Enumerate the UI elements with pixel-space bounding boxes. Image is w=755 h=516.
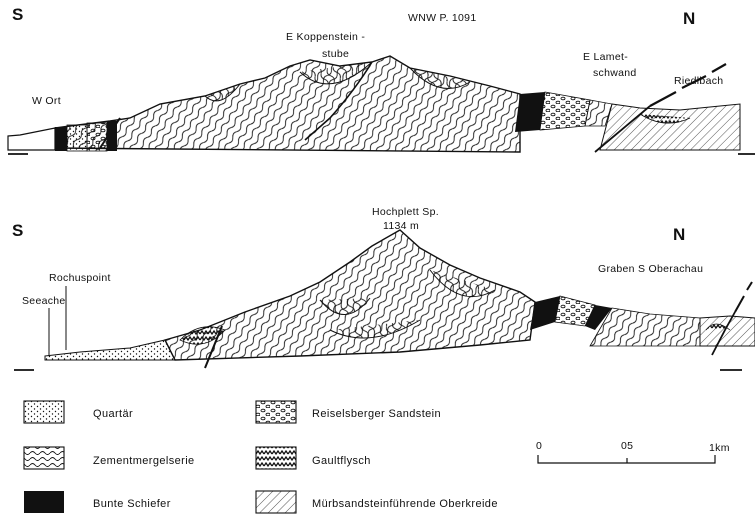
label-w-ort: W Ort bbox=[32, 95, 61, 107]
legend-swatch-muerbsandstein bbox=[256, 491, 296, 513]
label-rochuspoint: Rochuspoint bbox=[49, 272, 111, 284]
peak-name: Hochplett Sp. bbox=[372, 206, 439, 218]
label-koppenstein-1: E Koppenstein - bbox=[286, 31, 365, 43]
legend-swatch-quartaer bbox=[24, 401, 64, 423]
scale-bar: 0 05 1km bbox=[536, 440, 730, 463]
legend-label-bunte-schiefer: Bunte Schiefer bbox=[93, 498, 171, 510]
legend: Quartär Zementmergelserie Bunte Schiefer… bbox=[24, 401, 498, 513]
profile-2: S N Hochplett Sp. 1134 m Rochuspoint See… bbox=[12, 206, 755, 370]
label-lametschwand-1: E Lamet- bbox=[583, 51, 628, 63]
scale-tick-05: 05 bbox=[621, 440, 633, 452]
legend-swatch-reiselsberger bbox=[256, 401, 296, 423]
legend-label-zementmergelserie: Zementmergelserie bbox=[93, 455, 195, 467]
legend-swatch-zementmergelserie bbox=[24, 447, 64, 469]
legend-swatch-gaultflysch bbox=[256, 447, 296, 469]
zementmergel-body-1 bbox=[55, 56, 520, 152]
profile1-south-label: S bbox=[12, 5, 23, 24]
scale-tick-1km: 1km bbox=[709, 442, 730, 454]
profile2-north-label: N bbox=[673, 225, 685, 244]
label-seeache: Seeache bbox=[22, 295, 66, 307]
bunte-schiefer-left bbox=[55, 127, 67, 151]
legend-label-gaultflysch: Gaultflysch bbox=[312, 455, 371, 467]
legend-label-quartaer: Quartär bbox=[93, 408, 133, 420]
scale-tick-0: 0 bbox=[536, 440, 542, 452]
profile-1: S N WNW P. 1091 W Ort E Koppenstein - st… bbox=[8, 5, 755, 154]
label-graben: Graben S Oberachau bbox=[598, 263, 703, 275]
profile1-title: WNW P. 1091 bbox=[408, 12, 476, 24]
profile2-south-label: S bbox=[12, 221, 23, 240]
label-lametschwand-2: schwand bbox=[593, 67, 637, 79]
label-koppenstein-2: stube bbox=[322, 48, 349, 60]
profile1-north-label: N bbox=[683, 9, 695, 28]
legend-label-muerbsandstein: Mürbsandsteinführende Oberkreide bbox=[312, 498, 498, 510]
label-riedlbach: Riedlbach bbox=[674, 75, 723, 87]
legend-swatch-bunte-schiefer bbox=[24, 491, 64, 513]
legend-label-reiselsberger: Reiselsberger Sandstein bbox=[312, 408, 441, 420]
